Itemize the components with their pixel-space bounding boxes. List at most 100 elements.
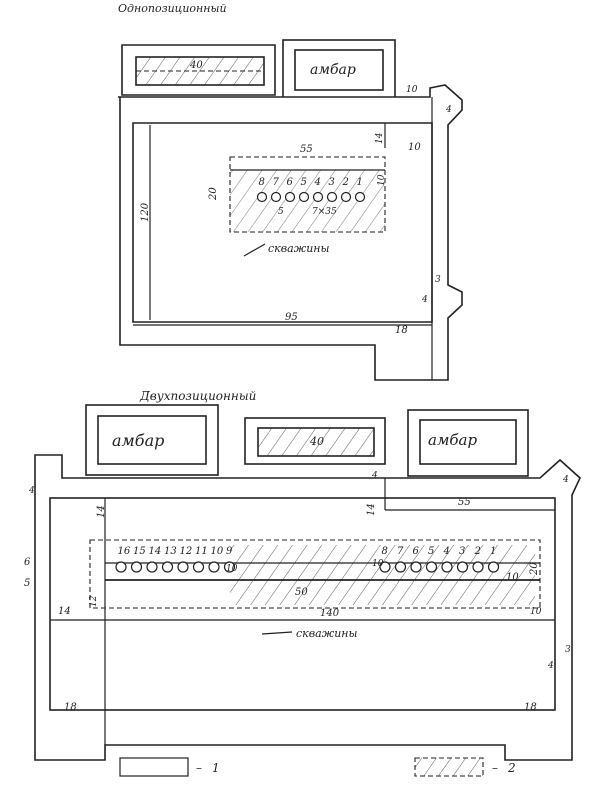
single-dim-55: 55 xyxy=(300,144,313,155)
double-left-well-label-15: 15 xyxy=(133,546,146,557)
single-dim-40: 40 xyxy=(189,60,203,71)
double-left-well-13 xyxy=(161,561,174,573)
double-dim-12: 12 xyxy=(89,595,99,607)
single-dim-10b: 10 xyxy=(408,142,421,153)
double-right-well-6 xyxy=(410,561,422,573)
double-left-well-label-14: 14 xyxy=(149,546,162,557)
double-dim-18a: 18 xyxy=(64,702,77,713)
single-title: Однопозиционный xyxy=(118,2,227,15)
legend-swatch-1 xyxy=(119,757,189,777)
double-dim-55: 55 xyxy=(458,497,471,508)
single-well-zone xyxy=(229,156,386,233)
double-left-well-label-13: 13 xyxy=(164,546,177,557)
single-dim-5: 5 xyxy=(278,207,284,217)
single-well-4 xyxy=(312,191,324,203)
double-left-well-label-10: 10 xyxy=(211,546,224,557)
single-dim-20: 20 xyxy=(208,187,219,201)
single-well-label-1: 1 xyxy=(357,177,363,188)
double-dim-5: 5 xyxy=(24,578,30,589)
double-dim-10c: 10 xyxy=(506,572,519,583)
double-title: Двухпозиционный xyxy=(139,389,256,403)
single-well-label-5: 5 xyxy=(301,177,307,188)
double-dim-140: 140 xyxy=(320,608,340,619)
single-dim-18: 18 xyxy=(395,325,408,336)
legend-item-2: 2 xyxy=(507,761,516,775)
double-ambar-left xyxy=(85,404,219,476)
double-well-zone xyxy=(89,539,541,609)
single-well-1 xyxy=(354,191,366,203)
double-right-well-5 xyxy=(425,561,438,573)
double-dim-14c: 14 xyxy=(58,606,71,617)
single-dim-10c: 10 xyxy=(377,174,387,186)
single-well-3 xyxy=(326,191,338,203)
double-dim-20: 20 xyxy=(529,562,540,576)
legend xyxy=(119,757,484,777)
double-dim-10-end: 10 xyxy=(530,607,542,617)
single-dim-7x35: 7×35 xyxy=(312,207,337,217)
single-ambar-label: амбар xyxy=(310,62,356,78)
double-dim-4a: 4 xyxy=(28,486,35,496)
single-dim-4a: 4 xyxy=(445,105,452,115)
double-right-well-label-4: 4 xyxy=(443,546,450,557)
double-right-well-8 xyxy=(379,561,391,573)
double-left-well-14 xyxy=(146,561,158,573)
legend-dash-1: – xyxy=(196,761,202,775)
double-right-well-label-7: 7 xyxy=(397,546,404,557)
double-dim-10a: 10 xyxy=(226,564,238,574)
single-dim-95: 95 xyxy=(285,312,298,323)
single-well-label-6: 6 xyxy=(287,177,294,188)
single-well-6 xyxy=(284,191,296,203)
single-dim-3: 3 xyxy=(435,275,441,285)
single-well-label-2: 2 xyxy=(342,177,349,188)
double-ambar-right-label: амбар xyxy=(428,431,477,449)
single-well-label-7: 7 xyxy=(273,177,280,188)
double-left-well-16 xyxy=(115,561,127,573)
double-left-well-label-11: 11 xyxy=(195,546,208,557)
double-left-well-label-12: 12 xyxy=(180,546,193,557)
single-well-label-4: 4 xyxy=(314,177,321,188)
single-wells-label: скважины xyxy=(268,242,330,255)
double-dim-40: 40 xyxy=(309,435,324,448)
double-dim-10b: 10 xyxy=(372,559,384,569)
single-well-5 xyxy=(298,191,310,203)
double-right-well-7 xyxy=(394,561,407,573)
double-right-well-label-2: 2 xyxy=(474,546,481,557)
double-right-well-label-3: 3 xyxy=(459,546,465,557)
double-left-well-9 xyxy=(223,561,236,573)
double-right-well-2 xyxy=(472,561,484,573)
double-right-well-label-5: 5 xyxy=(428,546,434,557)
legend-item-1: 1 xyxy=(212,761,220,775)
legend-swatch-2 xyxy=(414,757,484,777)
single-well-label-8: 8 xyxy=(259,177,265,188)
single-well-2 xyxy=(340,191,352,203)
double-right-well-label-1: 1 xyxy=(490,546,496,557)
single-well-8 xyxy=(256,191,268,203)
double-dim-18b: 18 xyxy=(524,702,537,713)
double-dim-4b: 4 xyxy=(371,471,378,481)
double-right-well-3 xyxy=(456,561,469,573)
double-right-well-label-8: 8 xyxy=(382,546,388,557)
double-right-well-1 xyxy=(487,561,500,573)
single-dim-10a: 10 xyxy=(406,85,418,95)
double-wells-label: скважины xyxy=(296,627,358,640)
double-dim-3: 3 xyxy=(565,645,571,655)
single-ambar xyxy=(282,39,396,101)
double-dim-6: 6 xyxy=(24,557,31,568)
double-dim-14b: 14 xyxy=(366,503,377,516)
legend-dash-2: – xyxy=(492,761,498,775)
double-left-well-10 xyxy=(208,561,220,573)
double-dim-50: 50 xyxy=(295,587,308,598)
double-dim-4c: 4 xyxy=(562,475,569,485)
double-left-well-15 xyxy=(130,561,143,573)
double-left-well-12 xyxy=(177,561,189,573)
single-top-wall xyxy=(121,44,276,96)
double-left-well-label-9: 9 xyxy=(226,546,233,557)
single-well-7 xyxy=(270,191,282,203)
single-dim-120: 120 xyxy=(140,202,151,222)
double-right-well-4 xyxy=(441,561,453,573)
double-right-well-label-6: 6 xyxy=(413,546,420,557)
